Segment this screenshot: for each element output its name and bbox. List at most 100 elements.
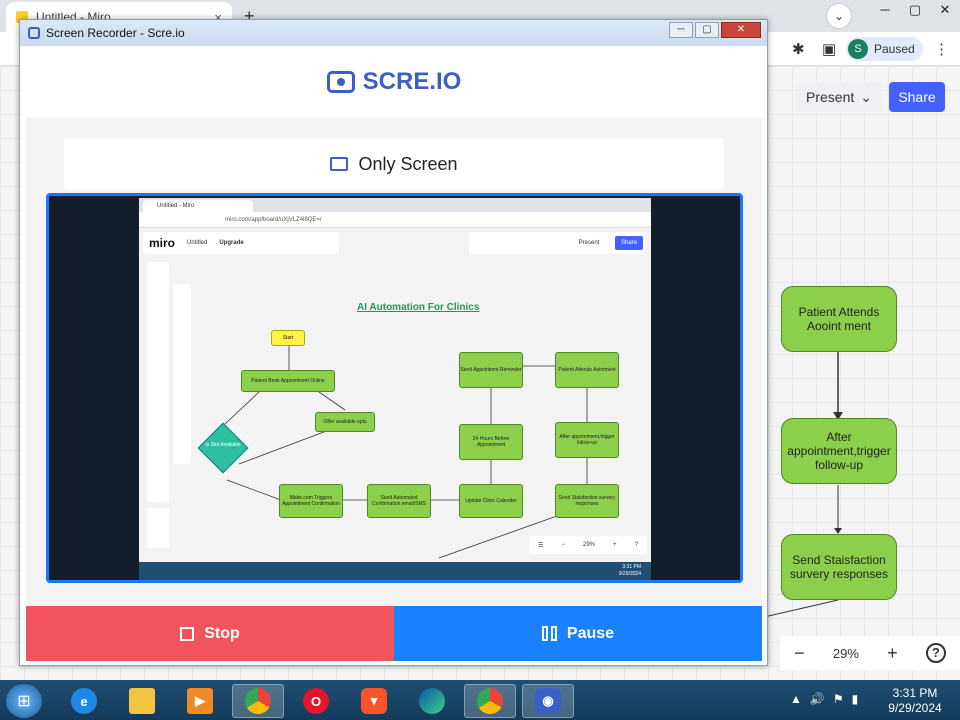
chrome-profile-icon xyxy=(477,688,503,714)
preview-node-after-appt: After appointment,trigger follow-up xyxy=(555,422,619,458)
preview-clock-date: 9/29/2024 xyxy=(618,571,641,577)
preview-diagram-title: AI Automation For Clinics xyxy=(357,302,480,313)
profile-status: Paused xyxy=(874,42,915,56)
recorder-body: SCRE.IO Only Screen Untitled - Miro miro… xyxy=(26,46,762,661)
preview-present: Present xyxy=(578,240,600,246)
stop-label: Stop xyxy=(204,624,240,642)
tab-search-icon[interactable]: ⌄ xyxy=(826,3,852,29)
taskbar-brave[interactable]: ▾ xyxy=(348,684,400,718)
chevron-down-icon: ⌄ xyxy=(860,88,872,105)
avatar: S xyxy=(848,39,868,59)
media-player-icon: ▶ xyxy=(187,688,213,714)
preview-node-start: Start xyxy=(271,330,305,346)
zoom-level[interactable]: 29% xyxy=(832,645,859,661)
screen-recorder-icon: ◉ xyxy=(535,688,561,714)
preview-clock-time: 3:31 PM xyxy=(622,564,641,570)
recording-mode-selector[interactable]: Only Screen xyxy=(64,138,724,190)
preview-share: Share xyxy=(615,236,643,250)
pause-button[interactable]: Pause xyxy=(394,606,762,661)
preview-node-send-auto: Send Automated Confirmation email/SMS xyxy=(367,484,431,518)
start-button[interactable]: ⊞ xyxy=(6,684,42,718)
preview-list-icon: ☰ xyxy=(538,542,544,549)
preview-tab-title: Untitled - Miro xyxy=(143,200,253,212)
preview-zoom-level: 29% xyxy=(582,542,595,548)
side-panel-icon[interactable]: ▣ xyxy=(822,41,837,58)
new-tab-button[interactable]: + xyxy=(244,6,255,26)
preview-board-name: Untitled xyxy=(187,240,208,246)
flag-icon[interactable]: ⚑ xyxy=(832,692,844,706)
edge-icon xyxy=(419,688,445,714)
preview-screen: Untitled - Miro miro.com/app/board/uXjVL… xyxy=(139,198,651,580)
clock-date: 9/29/2024 xyxy=(888,701,942,715)
preview-node-patient-attends: Patient Attends Aointment xyxy=(555,352,619,388)
preview-tab-strip xyxy=(139,198,651,212)
preview-miro-topbar: miro Untitled Upgrade xyxy=(143,232,339,254)
browser-window-controls: ─ ▢ ✕ xyxy=(870,0,960,22)
help-icon[interactable]: ? xyxy=(925,643,946,663)
preview-help-icon: ? xyxy=(634,542,638,548)
taskbar-opera[interactable]: O xyxy=(290,684,342,718)
taskbar-chrome-profile[interactable] xyxy=(464,684,516,718)
share-button[interactable]: Share xyxy=(889,82,945,112)
stop-button[interactable]: Stop xyxy=(26,606,394,661)
recorder-window-controls: ─ ▢ ✕ xyxy=(669,22,761,38)
minimize-button[interactable]: ─ xyxy=(880,2,890,17)
close-button[interactable]: ✕ xyxy=(939,2,951,17)
preview-node-make-trigger: Make.com Triggers Appointment Confirmati… xyxy=(279,484,343,518)
recorder-maximize-button[interactable]: ▢ xyxy=(695,22,719,38)
node-patient-attends[interactable]: Patient Attends Aooint ment xyxy=(781,286,897,352)
taskbar-chrome[interactable] xyxy=(232,684,284,718)
preview-node-send-reminder: Send Appointmnt Reminder xyxy=(459,352,523,388)
opera-icon: O xyxy=(303,688,329,714)
mode-label: Only Screen xyxy=(358,153,458,174)
extensions-icon[interactable]: ✱ xyxy=(792,41,805,58)
taskbar-screen-recorder[interactable]: ◉ xyxy=(522,684,574,718)
preview-zoom-in-icon: + xyxy=(613,542,617,548)
browser-menu-icon[interactable]: ⋮ xyxy=(934,41,949,58)
board-connectors xyxy=(760,352,843,619)
preview-taskbar xyxy=(139,562,651,580)
recorder-minimize-button[interactable]: ─ xyxy=(669,22,693,38)
monitor-icon xyxy=(330,157,349,171)
taskbar-media-player[interactable]: ▶ xyxy=(174,684,226,718)
pause-label: Pause xyxy=(566,624,615,642)
screen-recorder-window: Screen Recorder - Scre.io ─ ▢ ✕ SCRE.IO … xyxy=(19,19,768,666)
volume-icon[interactable]: 🔊 xyxy=(809,692,825,706)
node-after-appointment[interactable]: After appointment,trigger follow-up xyxy=(781,418,897,484)
taskbar-clock[interactable]: 3:31 PM 9/29/2024 xyxy=(880,686,950,716)
brave-icon: ▾ xyxy=(361,688,387,714)
zoom-in-button[interactable]: + xyxy=(887,642,898,663)
record-logo-icon xyxy=(326,71,355,93)
recorder-title-bar[interactable]: Screen Recorder - Scre.io ─ ▢ ✕ xyxy=(20,20,767,46)
tab-close-icon[interactable]: × xyxy=(214,9,222,25)
internet-explorer-icon: e xyxy=(71,688,97,714)
pause-icon xyxy=(541,626,557,641)
preview-miro-logo: miro xyxy=(149,236,176,250)
profile-button[interactable]: S Paused xyxy=(846,37,923,61)
preview-node-hours-before: 24 Hours Before Appointment xyxy=(459,424,523,460)
node-send-satisfaction[interactable]: Send Staisfaction survery responses xyxy=(781,534,897,600)
taskbar-internet-explorer[interactable]: e xyxy=(58,684,110,718)
recorder-close-button[interactable]: ✕ xyxy=(721,22,761,38)
recorder-header: SCRE.IO xyxy=(26,46,762,118)
zoom-out-button[interactable]: − xyxy=(794,642,805,663)
preview-zoom-bar: ☰ − 29% + ? xyxy=(529,536,647,554)
zoom-controls: − 29% + ? xyxy=(780,636,960,670)
taskbar-edge[interactable] xyxy=(406,684,458,718)
screen-preview: Untitled - Miro miro.com/app/board/uXjVL… xyxy=(46,193,743,583)
preview-node-update-clinic: Update Clinic Calender xyxy=(459,484,523,518)
system-tray: ▲ 🔊 ⚑ ▮ xyxy=(790,692,858,706)
preview-upgrade: Upgrade xyxy=(219,240,244,246)
recording-controls: Stop Pause xyxy=(26,606,762,661)
preview-miro-rightbar xyxy=(469,232,645,254)
preview-connectors xyxy=(224,346,588,559)
maximize-button[interactable]: ▢ xyxy=(908,2,922,17)
tray-expand-icon[interactable]: ▲ xyxy=(790,692,802,706)
preview-node-send-satisfaction: Send Staisfaction survery responses xyxy=(555,484,619,518)
taskbar-file-explorer[interactable] xyxy=(116,684,168,718)
present-button[interactable]: Present ⌄ xyxy=(796,82,882,112)
present-label: Present xyxy=(806,89,855,105)
folder-icon xyxy=(129,688,155,714)
network-icon[interactable]: ▮ xyxy=(851,692,859,706)
preview-clock: 3:31 PM 9/29/2024 xyxy=(619,564,641,578)
